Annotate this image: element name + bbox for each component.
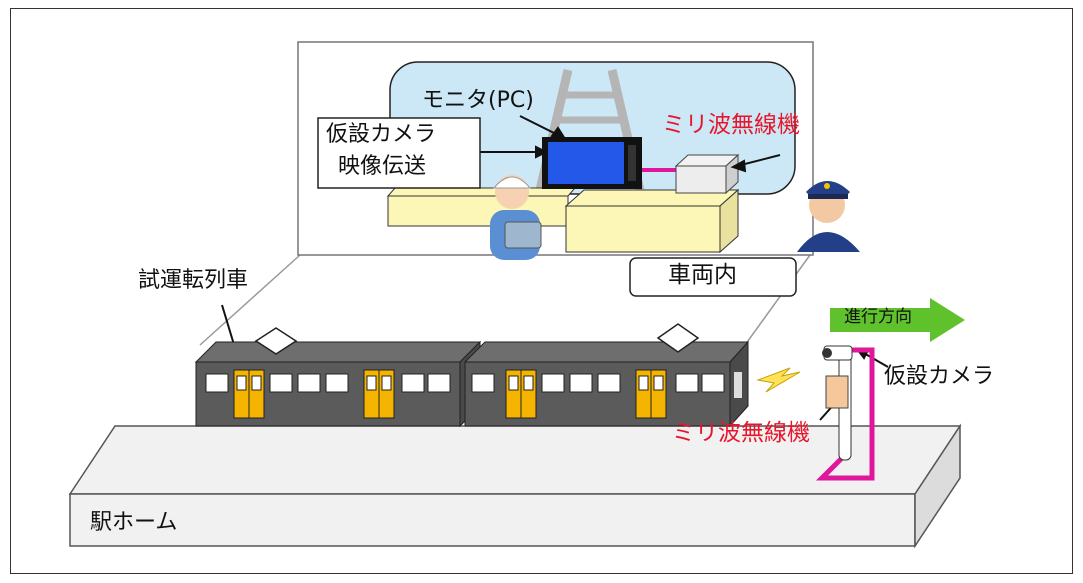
train-window [269,373,293,393]
diagram-frame [10,8,1073,574]
camera-icon [822,345,853,361]
station-platform-label: 駅ホーム [90,510,178,535]
monitor-icon [542,137,642,189]
door-window [251,375,262,391]
temp-camera-label: 仮設カメラ [884,364,995,389]
radio-platform-label: ミリ波無線機 [672,420,810,446]
train-window [471,373,495,393]
train-window [569,373,593,393]
worker-icon [490,175,542,260]
video-transmit-label-2: 映像伝送 [338,154,427,179]
train-window [541,373,565,393]
callout-lines [199,254,811,346]
station-platform [68,423,962,549]
train-windows-doors [205,369,725,419]
camera-pole [815,345,875,481]
wireless-signal-icon [756,367,801,393]
door-window [366,375,377,391]
inside-car-label: 車両内 [668,262,737,288]
door-window [638,375,649,391]
door-window [381,375,392,391]
door-window [508,375,519,391]
conductor-icon [797,181,860,252]
desk-right [564,188,740,254]
monitor-label: モニタ(PC) [422,88,534,113]
train-window [325,373,349,393]
direction-arrow [830,298,965,342]
train-window [205,373,229,393]
test-train-label: 試運転列車 [138,268,249,293]
train-window [701,373,725,393]
door-window [523,375,534,391]
radio-inside-label: ミリ波無線機 [662,112,800,138]
train-window [401,373,425,393]
radio-unit-inside-icon [674,153,740,195]
train-window [297,373,321,393]
pantograph-icon [254,327,298,355]
train-window [675,373,699,393]
train-window [427,373,451,393]
video-transmit-label-1: 仮設カメラ [326,122,437,147]
door-window [236,375,247,391]
door-window [653,375,664,391]
video-label-box [317,117,481,189]
direction-label: 進行方向 [844,307,912,327]
train-window [597,373,621,393]
radio-unit-platform-icon [825,375,849,409]
pantograph-icon [656,323,700,353]
inside-car-label-box [629,257,797,297]
desk-left [386,187,577,227]
